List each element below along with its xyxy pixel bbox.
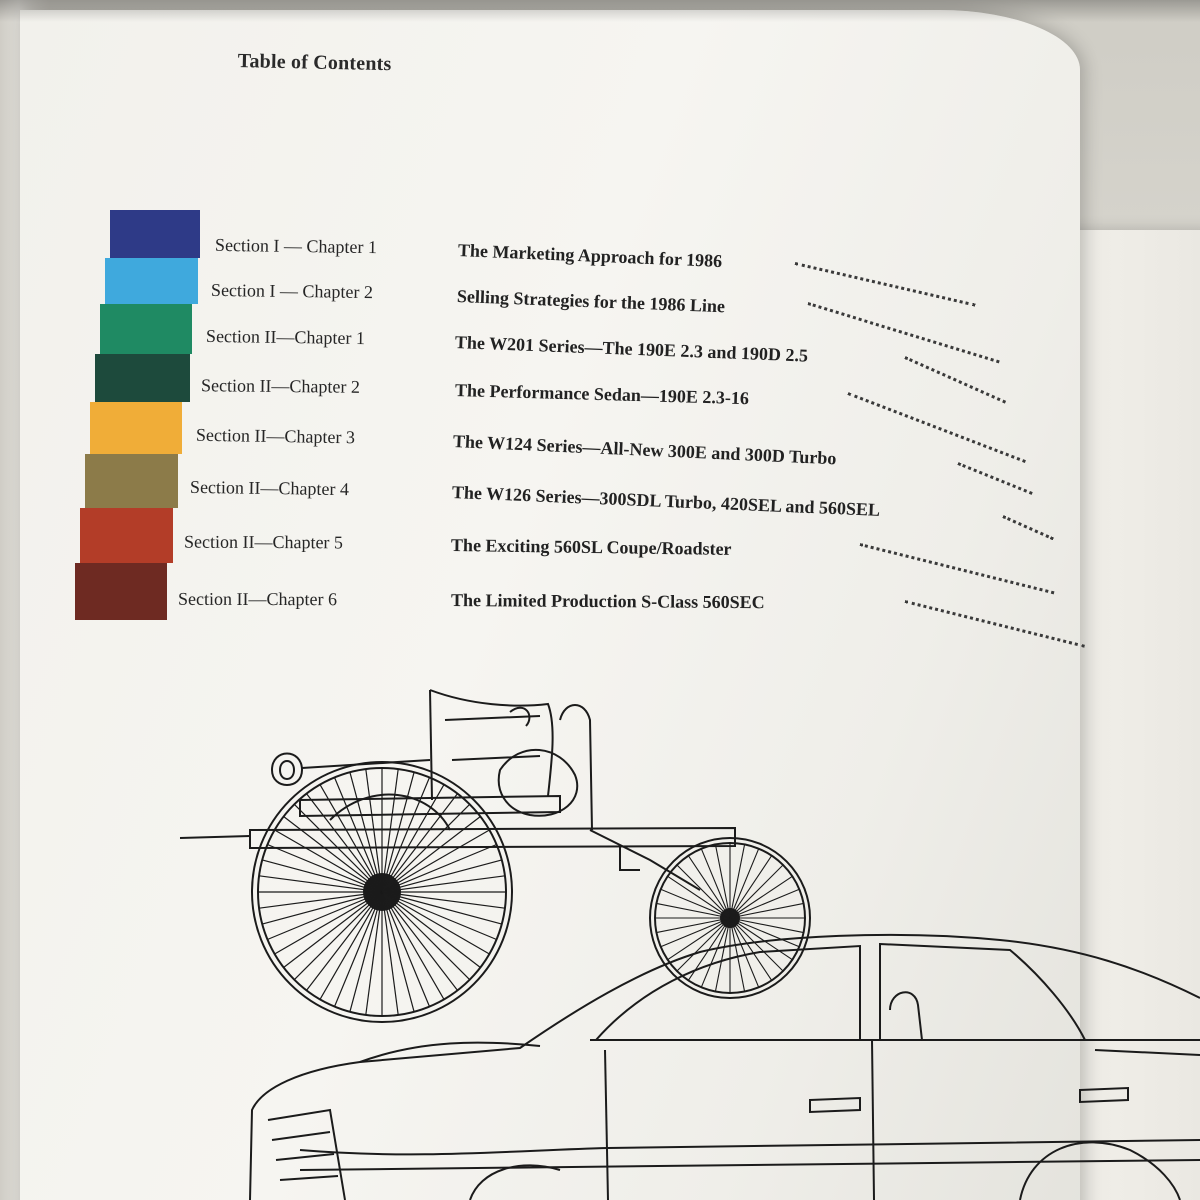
wheel-spoke: [729, 888, 800, 919]
wheel-spoke: [274, 891, 383, 955]
wheel-spoke: [319, 784, 383, 893]
wheel-spoke: [656, 902, 731, 919]
wheel-spoke: [381, 891, 415, 1012]
wheel-spoke: [660, 888, 731, 919]
wheel-spoke: [729, 875, 793, 919]
wheel-spoke: [381, 859, 502, 893]
wheel-spoke: [676, 864, 731, 919]
wheel-spoke: [267, 843, 383, 893]
wheel-spoke: [667, 875, 731, 919]
wheel-spoke: [381, 891, 481, 968]
carriage-rear-spokes: [258, 768, 506, 1016]
page-top-shadow: [0, 0, 1200, 22]
wheel-spoke: [381, 891, 431, 1007]
wheel-spoke: [381, 891, 445, 1000]
wheel-spoke: [729, 917, 804, 934]
wheel-spoke: [262, 891, 383, 925]
color-swatch: [105, 258, 198, 304]
wheel-spoke: [333, 891, 383, 1007]
wheel-spoke: [381, 777, 431, 893]
wheel-spoke: [381, 891, 399, 1015]
wheel-spoke: [660, 917, 731, 948]
wheel-spoke: [381, 891, 458, 991]
color-swatch: [110, 210, 200, 258]
wheel-spoke: [381, 875, 505, 893]
wheel-spoke: [259, 891, 383, 909]
wheel-spoke: [381, 793, 458, 893]
wheel-spoke: [729, 917, 773, 981]
wheel-spoke: [381, 891, 490, 955]
wheel-spoke: [365, 769, 383, 893]
wheel-spoke: [319, 891, 383, 1000]
wheel-spoke: [729, 917, 760, 988]
wheel-spoke: [381, 891, 502, 925]
wheel-spoke: [365, 891, 383, 1015]
wheel-spoke: [262, 859, 383, 893]
wheel-spoke: [714, 917, 731, 992]
carriage-front-spokes: [655, 843, 805, 993]
sedan-body: [249, 933, 1200, 1200]
wheel-spoke: [381, 829, 490, 893]
wheel-spoke: [259, 875, 383, 893]
wheel-spoke: [729, 917, 746, 992]
wheel-spoke: [333, 777, 383, 893]
wheel-spoke: [306, 793, 383, 893]
wheel-spoke: [349, 891, 383, 1012]
color-swatch: [100, 304, 192, 354]
wheel-spoke: [274, 829, 383, 893]
wheel-spoke: [349, 772, 383, 893]
wheel-spoke: [667, 917, 731, 961]
wheel-spoke: [729, 917, 800, 948]
color-swatch: [90, 402, 182, 454]
wheel-spoke: [687, 855, 731, 919]
wheel-spoke: [700, 917, 731, 988]
wheel-spoke: [700, 848, 731, 919]
wheel-spoke: [381, 891, 497, 941]
wheel-spoke: [729, 902, 804, 919]
document-page: [20, 10, 1080, 1200]
wheel-spoke: [729, 917, 784, 972]
wheel-spoke: [306, 891, 383, 991]
wheel-spoke: [283, 891, 383, 968]
wheel-spoke: [729, 848, 760, 919]
wheel-spoke: [676, 917, 731, 972]
wheel-spoke: [656, 917, 731, 934]
wheel-spoke: [293, 891, 383, 981]
wheel-spoke: [381, 891, 471, 981]
wheel-spoke: [729, 855, 773, 919]
wheel-spoke: [714, 844, 731, 919]
color-swatch: [95, 354, 190, 402]
wheel-spoke: [381, 769, 399, 893]
color-swatch: [80, 508, 173, 563]
wheel-spoke: [381, 843, 497, 893]
color-swatch: [85, 454, 178, 508]
wheel-spoke: [267, 891, 383, 941]
wheel-spoke: [729, 844, 746, 919]
wheel-spoke: [729, 864, 784, 919]
color-swatch: [75, 563, 167, 620]
wheel-spoke: [381, 772, 415, 893]
wheel-spoke: [381, 784, 445, 893]
wheel-spoke: [381, 891, 505, 909]
carriage-frame: [179, 689, 736, 891]
wheel-spoke: [729, 917, 793, 961]
